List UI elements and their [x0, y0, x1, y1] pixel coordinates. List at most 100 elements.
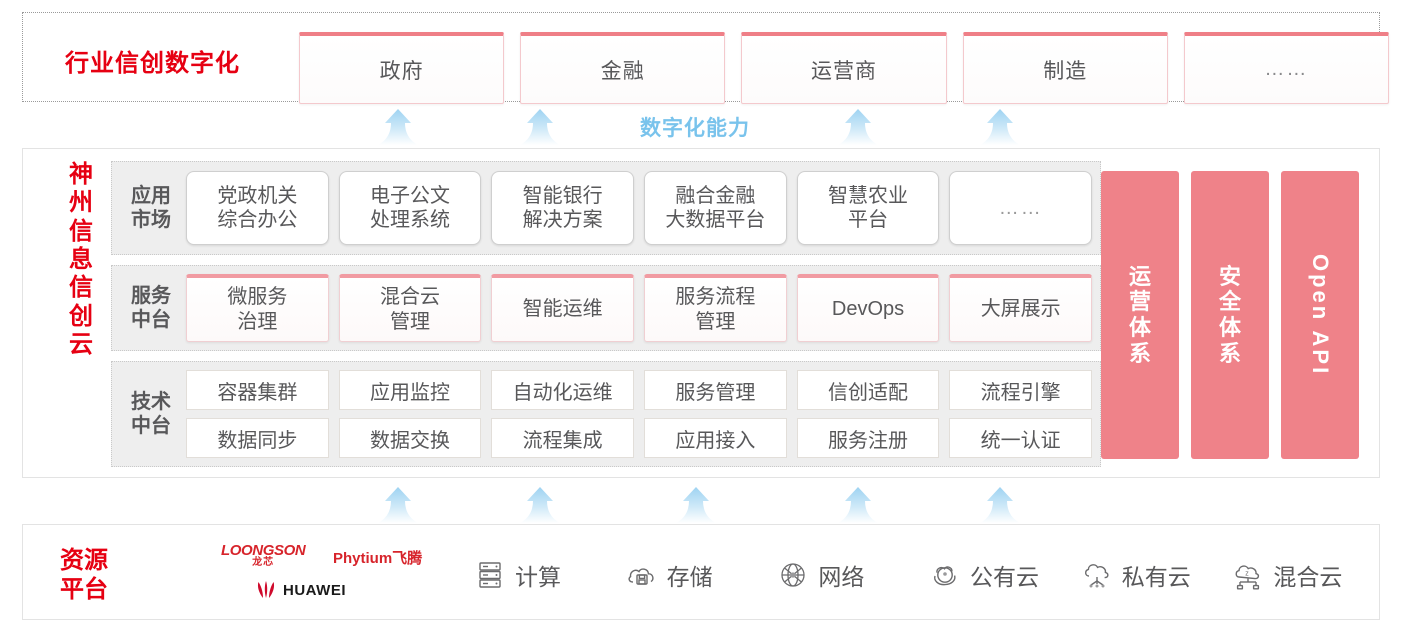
resource-item-storage[interactable]: 存储 [625, 558, 777, 592]
resource-item-label: 计算 [515, 564, 561, 590]
upward-arrow-icon [980, 486, 1020, 524]
card-line2: 管理 [390, 310, 430, 333]
section-label-line1: 应用 [131, 185, 171, 207]
app-card-smart-agriculture[interactable]: 智慧农业平台 [796, 171, 940, 245]
vendor-logo-group: LOONGSON 龙芯 Phytium飞腾 HUAWEI [193, 541, 433, 607]
loongson-cn-wordmark: 龙芯 [252, 557, 275, 568]
pillar-security-system[interactable]: 安全体系 [1191, 171, 1269, 459]
cloud-platform-title: 神州信息信创云 [69, 161, 93, 358]
card-line1: 智能银行 [522, 184, 603, 207]
upward-arrow-icon [520, 486, 560, 524]
application-market-cards: 党政机关综合办公 电子公文处理系统 智能银行解决方案 融合金融大数据平台 智慧农… [184, 171, 1100, 245]
svc-card-microservice-governance[interactable]: 微服务治理 [186, 274, 329, 342]
pillar-open-api[interactable]: Open API [1281, 171, 1359, 459]
resource-item-label: 私有云 [1121, 564, 1191, 590]
card-line1: 融合金融 [675, 184, 756, 207]
tech-card-data-sync[interactable]: 数据同步 [186, 418, 329, 458]
technology-middle-platform-cards: 容器集群 应用监控 自动化运维 服务管理 信创适配 流程引擎 数据同步 数据交换… [184, 370, 1100, 458]
card-line1: 电子公文 [370, 184, 450, 207]
upward-arrow-icon [980, 108, 1020, 146]
cloud-storage-icon [625, 558, 659, 592]
resource-item-label: 公有云 [970, 564, 1040, 590]
upward-arrow-icon [838, 486, 878, 524]
hybrid-cloud-icon: z [1231, 558, 1265, 592]
tech-card-data-exchange[interactable]: 数据交换 [338, 418, 482, 458]
section-label-line2: 中台 [131, 309, 171, 331]
huawei-flower-icon [257, 581, 275, 598]
loongson-wordmark: LOONGSON [221, 542, 306, 559]
tech-card-container-cluster[interactable]: 容器集群 [186, 370, 329, 410]
huawei-wordmark: HUAWEI [283, 581, 346, 599]
resource-platform-panel: 资源平台 LOONGSON 龙芯 Phytium飞腾 HUAWEI [22, 524, 1380, 620]
svc-card-large-screen-display[interactable]: 大屏展示 [949, 274, 1093, 342]
card-line2: 管理 [695, 310, 736, 333]
resource-item-hybrid-cloud[interactable]: z 混合云 [1231, 558, 1383, 592]
pillar-label: Open API [1308, 253, 1333, 377]
card-line2: 大数据平台 [665, 209, 766, 231]
svc-card-devops[interactable]: DevOps [796, 274, 940, 342]
app-card-edoc-system[interactable]: 电子公文处理系统 [338, 171, 482, 245]
network-globe-icon [776, 558, 810, 592]
section-service-middle-platform: 服务 中台 微服务治理 混合云管理 智能运维 服务流程管理 DevOps 大屏展 [111, 265, 1101, 351]
tech-card-xinchuang-adaptation[interactable]: 信创适配 [796, 370, 940, 410]
card-line1: 党政机关 [217, 184, 298, 207]
card-line1: 混合云 [380, 286, 440, 309]
industry-box-list: 政府 金融 运营商 制造 …… [299, 32, 1390, 104]
industry-box-telecom[interactable]: 运营商 [741, 32, 947, 104]
upward-arrow-icon [520, 108, 560, 146]
section-label-application-market: 应用 市场 [118, 184, 184, 232]
svg-text:z: z [1246, 570, 1250, 577]
resource-item-public-cloud[interactable]: 公有云 [928, 558, 1080, 592]
section-label-technology-middle-platform: 技术 中台 [118, 390, 184, 438]
card-line2: 平台 [848, 209, 889, 231]
tech-card-service-registry[interactable]: 服务注册 [796, 418, 940, 458]
upward-arrow-icon [378, 486, 418, 524]
card-line2: 解决方案 [522, 209, 603, 231]
svc-card-hybrid-cloud-management[interactable]: 混合云管理 [338, 274, 482, 342]
svc-card-intelligent-ops[interactable]: 智能运维 [491, 274, 635, 342]
tech-card-service-management[interactable]: 服务管理 [644, 370, 787, 410]
tech-card-unified-auth[interactable]: 统一认证 [949, 418, 1092, 458]
section-label-line2: 市场 [131, 209, 171, 231]
upward-arrow-icon [676, 486, 716, 524]
cloud-platform-panel: 神州信息信创云 应用 市场 党政机关综合办公 电子公文处理系统 智能银行解决方案 [22, 148, 1380, 478]
app-card-smart-banking[interactable]: 智能银行解决方案 [491, 171, 635, 245]
phytium-logo: Phytium飞腾 [333, 550, 423, 567]
resource-item-compute[interactable]: 计算 [473, 558, 625, 592]
tech-card-process-engine[interactable]: 流程引擎 [949, 370, 1092, 410]
resource-item-label: 存储 [666, 564, 713, 590]
resource-item-label: 混合云 [1273, 564, 1343, 590]
industry-band: 行业信创数字化 政府 金融 运营商 制造 …… [22, 12, 1390, 104]
industry-box-manufacturing[interactable]: 制造 [962, 32, 1168, 104]
industry-box-finance[interactable]: 金融 [520, 32, 726, 104]
tech-card-process-integration[interactable]: 流程集成 [491, 418, 634, 458]
public-cloud-icon [928, 558, 962, 592]
industry-box-government[interactable]: 政府 [299, 32, 505, 104]
section-technology-middle-platform: 技术 中台 容器集群 应用监控 自动化运维 服务管理 信创适配 流程引擎 数据同… [111, 361, 1101, 467]
tech-card-automated-ops[interactable]: 自动化运维 [491, 370, 634, 410]
cloud-side-pillars: 运营体系 安全体系 Open API [1101, 171, 1359, 459]
app-card-government-office[interactable]: 党政机关综合办公 [186, 171, 329, 245]
upward-arrow-icon [378, 108, 418, 146]
tech-card-application-access[interactable]: 应用接入 [644, 418, 787, 458]
card-line2: 综合办公 [217, 209, 298, 231]
private-cloud-icon [1080, 558, 1114, 592]
cloud-rows: 应用 市场 党政机关综合办公 电子公文处理系统 智能银行解决方案 融合金融大数据… [111, 159, 1101, 469]
svc-card-service-process-management[interactable]: 服务流程管理 [644, 274, 787, 342]
tech-card-application-monitoring[interactable]: 应用监控 [338, 370, 482, 410]
pillar-label: 运营体系 [1128, 263, 1151, 366]
section-application-market: 应用 市场 党政机关综合办公 电子公文处理系统 智能银行解决方案 融合金融大数据… [111, 161, 1101, 255]
section-label-service-middle-platform: 服务 中台 [118, 284, 184, 332]
card-line2: 治理 [237, 310, 278, 333]
industry-box-more[interactable]: …… [1183, 32, 1390, 104]
resource-platform-title: 资源平台 [60, 547, 108, 603]
resource-item-private-cloud[interactable]: 私有云 [1080, 558, 1232, 592]
section-label-line1: 技术 [131, 391, 171, 413]
card-line1: 智慧农业 [828, 184, 909, 207]
resource-item-network[interactable]: 网络 [776, 558, 928, 592]
app-card-finance-bigdata[interactable]: 融合金融大数据平台 [644, 171, 787, 245]
pillar-operations-system[interactable]: 运营体系 [1101, 171, 1179, 459]
resource-item-list: 计算 存储 [473, 551, 1383, 599]
app-card-more[interactable]: …… [949, 171, 1093, 245]
